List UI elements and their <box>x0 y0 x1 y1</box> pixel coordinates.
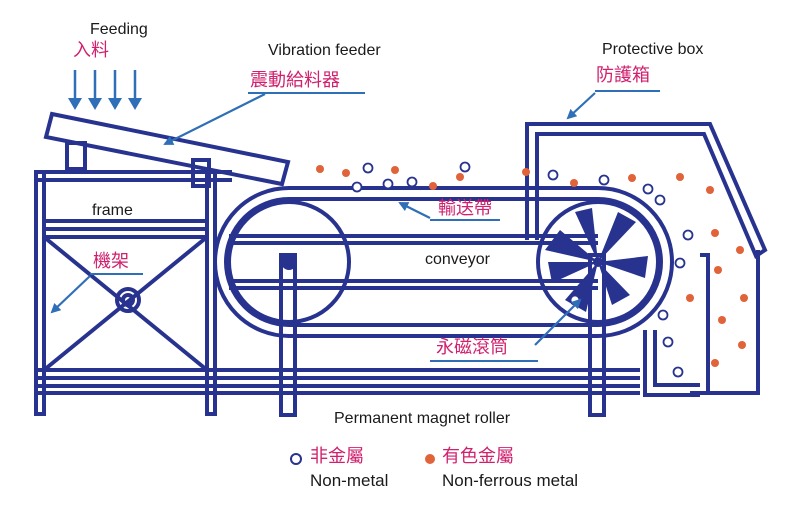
conveyor-label-zh: 輸送帶 <box>438 198 492 219</box>
legend-non-ferrous-zh: 有色金屬 <box>442 446 514 467</box>
frame <box>34 170 640 416</box>
non-metal-symbol <box>290 453 302 465</box>
protective-box-label-zh: 防護箱 <box>596 65 650 86</box>
feeding-label-zh: 入料 <box>73 40 109 61</box>
protective-box <box>525 122 768 397</box>
pointer-arrows <box>50 92 596 346</box>
magnet-roller-label-en: Permanent magnet roller <box>334 410 511 427</box>
conveyor <box>213 186 674 417</box>
non-ferrous-symbol <box>425 454 435 464</box>
legend-non-metal-en: Non-metal <box>310 471 389 490</box>
vibration-feeder <box>43 111 291 188</box>
frame-label-en: frame <box>92 202 133 219</box>
conveyor-label-en: conveyor <box>425 251 490 268</box>
magnet-roller-label-zh: 永磁滾筒 <box>436 337 508 358</box>
vibration-feeder-label-zh: 震動給料器 <box>250 70 340 91</box>
frame-label-zh: 機架 <box>93 251 129 272</box>
protective-box-label-en: Protective box <box>602 41 704 58</box>
legend-non-ferrous-en: Non-ferrous metal <box>442 471 579 490</box>
legend-non-metal-zh: 非金屬 <box>310 446 364 467</box>
non-ferrous-particles <box>316 165 748 367</box>
vibration-feeder-label-en: Vibration feeder <box>268 42 381 59</box>
label-underlines <box>90 90 660 362</box>
particles <box>316 161 748 378</box>
feeding-arrows <box>68 70 142 110</box>
feeding-label-en: Feeding <box>90 21 148 38</box>
magnet-roller <box>536 200 660 417</box>
non-metal-particles <box>351 161 694 378</box>
